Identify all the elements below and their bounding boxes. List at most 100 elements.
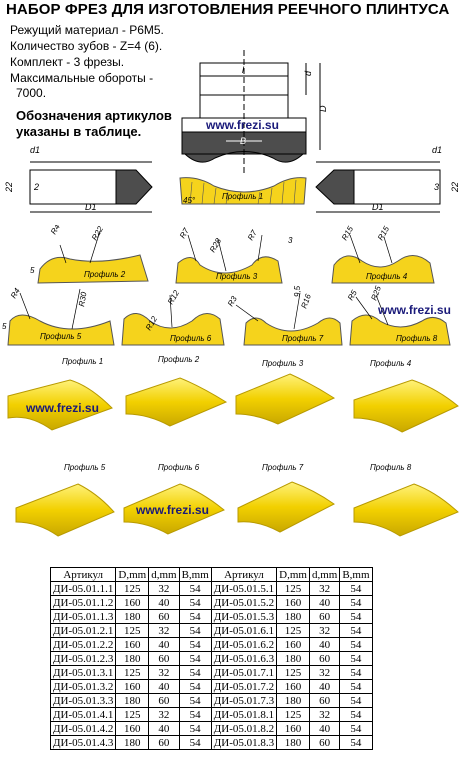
article-cell: ДИ-05.01.8.2 — [210, 721, 278, 736]
watermark-products-2: www.frezi.su — [136, 503, 209, 517]
dim-d1-left: d1 — [30, 145, 40, 155]
profile-8-label: Профиль 8 — [396, 334, 438, 343]
value-cell: 40 — [148, 595, 180, 610]
profile-2-dim: 5 — [30, 266, 35, 275]
profile-4-label: Профиль 4 — [366, 272, 408, 281]
value-cell: 32 — [308, 581, 341, 596]
profile-6-r1: R12 — [166, 288, 181, 306]
col-header: D,mm — [276, 567, 310, 582]
value-cell: 32 — [148, 665, 180, 680]
value-cell: 54 — [339, 637, 373, 652]
cutter-section-right — [315, 161, 441, 213]
value-cell: 54 — [178, 609, 212, 624]
value-cell: 40 — [148, 721, 180, 736]
profile-7-label: Профиль 7 — [282, 334, 324, 343]
value-cell: 180 — [276, 693, 310, 708]
value-cell: 125 — [115, 581, 150, 596]
article-cell: ДИ-05.01.3.3 — [49, 693, 117, 708]
value-cell: 54 — [339, 665, 373, 680]
dim-D1-left: D1 — [85, 202, 97, 212]
spec-max-rpm: Максимальные обороты - — [10, 71, 154, 85]
value-cell: 54 — [339, 581, 373, 596]
product-label-2: Профиль 2 — [158, 355, 200, 364]
value-cell: 40 — [148, 679, 180, 694]
value-cell: 54 — [178, 637, 212, 652]
profile-3-r3: R7 — [246, 228, 259, 242]
value-cell: 32 — [148, 581, 180, 596]
spec-material: Режущий материал - Р6М5. — [10, 23, 164, 37]
product-label-8: Профиль 8 — [370, 463, 412, 472]
col-header: d,mm — [148, 567, 180, 582]
profile-1-label: Профиль 1 — [222, 192, 263, 201]
value-cell: 60 — [148, 693, 180, 708]
value-cell: 160 — [115, 721, 150, 736]
article-cell: ДИ-05.01.2.2 — [49, 637, 117, 652]
article-cell: ДИ-05.01.7.1 — [210, 665, 278, 680]
value-cell: 60 — [148, 735, 180, 750]
article-cell: ДИ-05.01.8.1 — [210, 707, 278, 722]
profile-1-section — [179, 177, 307, 205]
spec-set: Комплект - 3 фрезы. — [10, 55, 125, 69]
cutter-side-view — [181, 50, 321, 175]
value-cell: 180 — [115, 609, 150, 624]
profile-5-r2: R30 — [77, 291, 89, 308]
value-cell: 54 — [178, 623, 212, 638]
product-1 — [7, 379, 113, 431]
profile-6-section — [121, 294, 225, 346]
profile-7-dim: 9,5 — [293, 285, 302, 297]
value-cell: 180 — [276, 609, 310, 624]
value-cell: 180 — [115, 735, 150, 750]
value-cell: 54 — [178, 721, 212, 736]
product-3 — [235, 373, 336, 425]
value-cell: 40 — [308, 679, 341, 694]
value-cell: 54 — [339, 707, 373, 722]
product-label-5: Профиль 5 — [64, 463, 106, 472]
profile-5-label: Профиль 5 — [40, 332, 82, 341]
profile-8-r1: R5 — [346, 288, 359, 302]
value-cell: 54 — [339, 721, 373, 736]
article-cell: ДИ-05.01.7.3 — [210, 693, 278, 708]
value-cell: 54 — [178, 735, 212, 750]
value-cell: 180 — [115, 693, 150, 708]
profile-2-section — [37, 230, 149, 284]
product-5 — [15, 483, 115, 537]
value-cell: 32 — [308, 665, 341, 680]
article-note: Обозначения артикулов указаны в таблице. — [16, 108, 172, 139]
article-cell: ДИ-05.01.1.1 — [49, 581, 117, 596]
article-cell: ДИ-05.01.2.1 — [49, 623, 117, 638]
value-cell: 54 — [339, 595, 373, 610]
profile-4-r1: R15 — [340, 225, 355, 242]
value-cell: 125 — [115, 707, 150, 722]
product-label-7: Профиль 7 — [262, 463, 304, 472]
profile-8-section — [349, 294, 451, 346]
article-cell: ДИ-05.01.6.1 — [210, 623, 278, 638]
article-cell: ДИ-05.01.4.2 — [49, 721, 117, 736]
profile-4-section — [331, 234, 435, 284]
value-cell: 60 — [308, 735, 341, 750]
spec-rpm-value: 7000. — [16, 86, 47, 100]
value-cell: 160 — [276, 679, 310, 694]
profile-8-r2: R25 — [369, 284, 383, 301]
article-cell: ДИ-05.01.1.3 — [49, 609, 117, 624]
value-cell: 32 — [148, 707, 180, 722]
value-cell: 160 — [115, 637, 150, 652]
col-header: B,mm — [178, 567, 212, 582]
col-header: B,mm — [339, 567, 373, 582]
value-cell: 180 — [276, 651, 310, 666]
value-cell: 60 — [148, 651, 180, 666]
article-cell: ДИ-05.01.3.1 — [49, 665, 117, 680]
article-cell: ДИ-05.01.3.2 — [49, 679, 117, 694]
product-6 — [123, 483, 225, 535]
article-cell: ДИ-05.01.2.3 — [49, 651, 117, 666]
value-cell: 60 — [148, 609, 180, 624]
value-cell: 40 — [308, 721, 341, 736]
col-header: Артикул — [49, 567, 117, 582]
product-4 — [353, 379, 459, 433]
profile-5-r1: R4 — [9, 286, 22, 300]
